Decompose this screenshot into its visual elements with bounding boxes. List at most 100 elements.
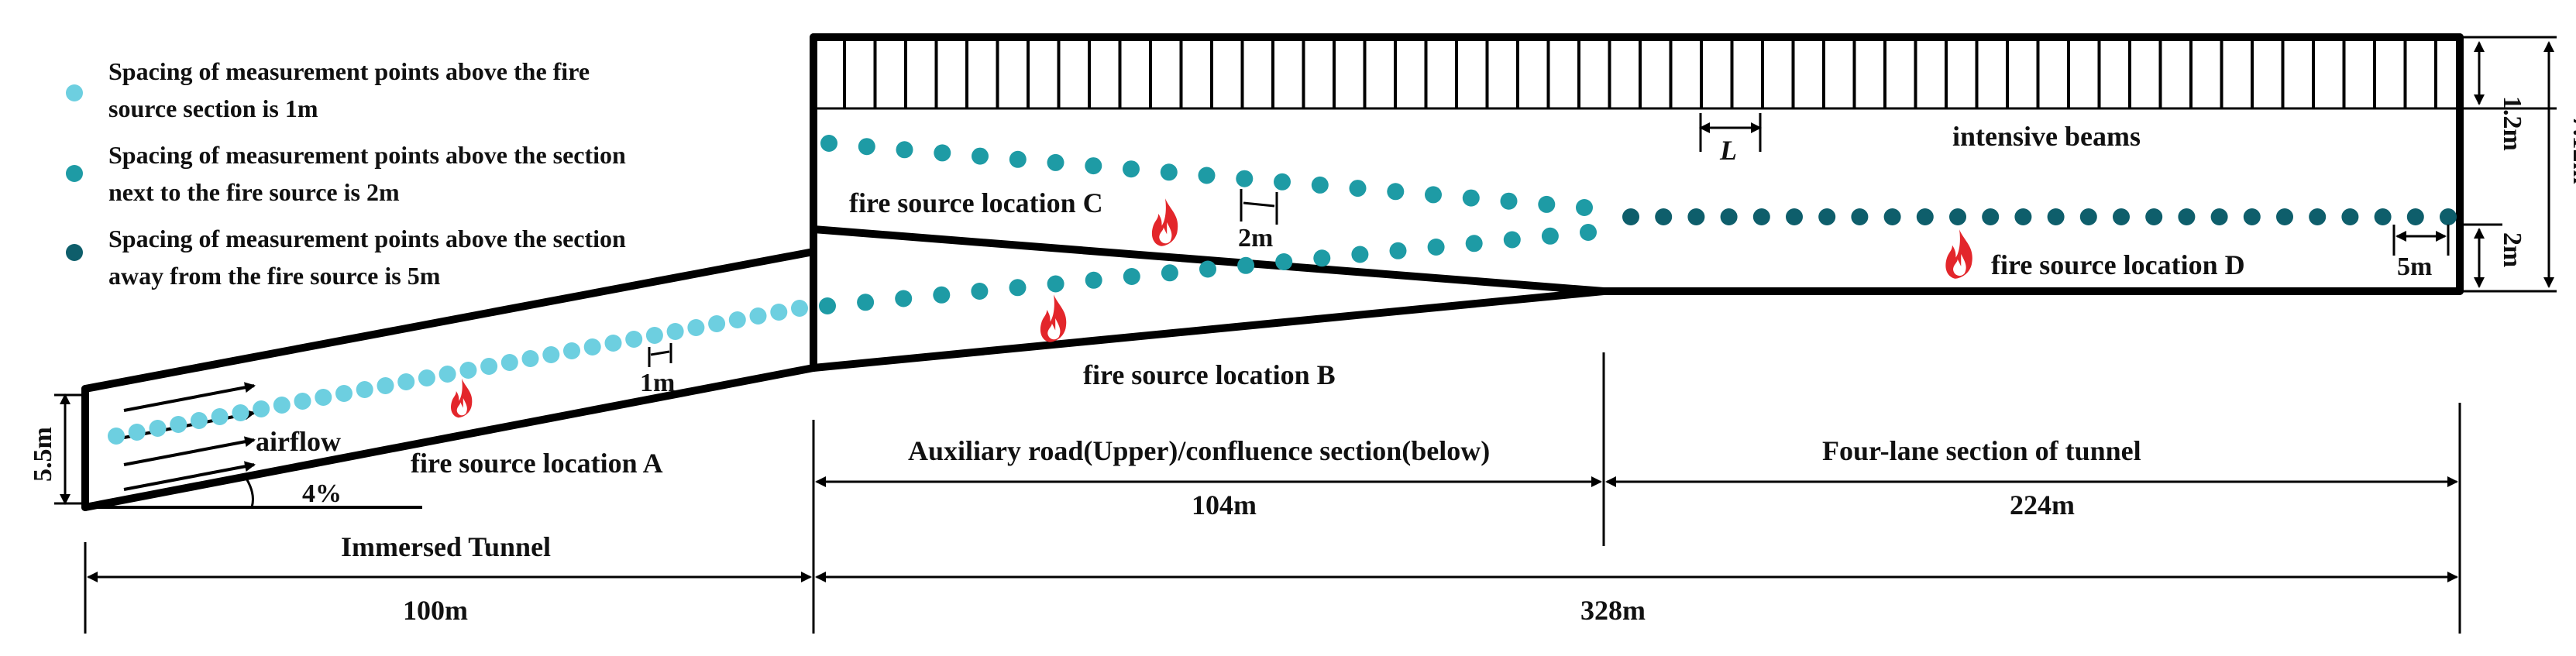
height-left-label: 5.5m (29, 427, 57, 482)
measurement-point (1687, 208, 1705, 225)
measurement-point (1123, 268, 1140, 285)
measurement-point (2276, 208, 2293, 225)
measurement-point (1236, 170, 1254, 187)
section-auxiliary-label: Auxiliary road(Upper)/confluence section… (908, 435, 1490, 466)
measurement-point (2047, 208, 2065, 225)
length-immersed-label: 100m (403, 595, 468, 626)
measurement-point (625, 331, 643, 348)
measurement-point (1123, 160, 1140, 178)
measurement-point (335, 385, 353, 402)
section-immersed-label: Immersed Tunnel (341, 531, 551, 562)
measurement-point (1427, 239, 1445, 256)
fire-b-label: fire source location B (1083, 359, 1336, 390)
measurement-point (1199, 260, 1216, 278)
measurement-point (1161, 264, 1178, 282)
measurement-point (1274, 173, 1291, 191)
measurement-point (1160, 163, 1178, 181)
measurement-point (253, 400, 270, 417)
measurement-point (480, 358, 498, 375)
measurement-point (1047, 275, 1064, 293)
measurement-point (1580, 224, 1597, 241)
arrow-icon (123, 461, 256, 491)
airflow: airflow (123, 382, 341, 491)
confluence-section (810, 33, 2464, 372)
measurement-point (1085, 271, 1102, 289)
measurement-point (749, 307, 767, 325)
legend-text-2b: next to the fire source is 2m (108, 178, 400, 206)
measurement-point (819, 297, 836, 314)
measurement-point (439, 366, 456, 383)
length-four-lane-label: 224m (2010, 489, 2075, 520)
measurement-point (356, 381, 373, 398)
measurement-point (2113, 208, 2130, 225)
legend-text-3b: away from the fire source is 5m (108, 262, 441, 290)
measurement-point (2309, 208, 2327, 225)
measurement-point (397, 373, 415, 390)
arrow-icon (123, 436, 256, 466)
measurement-point (211, 408, 229, 425)
measurement-point (1465, 235, 1483, 252)
measurement-point (149, 420, 167, 437)
measurement-point (1047, 153, 1064, 171)
measurement-point (1085, 157, 1102, 175)
total-height-label: 7.12m (2567, 116, 2576, 184)
spacing-2m-label: 2m (1238, 224, 1273, 252)
bottom-dimensions: Auxiliary road(Upper)/confluence section… (84, 352, 2461, 634)
legend: Spacing of measurement points above the … (66, 57, 626, 290)
measurement-point (1462, 189, 1480, 207)
measurement-point (1387, 183, 1405, 201)
measurement-point (1503, 231, 1521, 249)
measurement-point (770, 304, 788, 321)
measurement-point (971, 283, 989, 300)
length-auxiliary-label: 104m (1192, 489, 1257, 520)
measurement-point (1949, 208, 1966, 225)
measurement-point (1389, 242, 1407, 259)
intensive-beams (843, 39, 2437, 108)
measurement-point (2014, 208, 2032, 225)
slope-label: 4% (302, 479, 342, 508)
measurement-point (666, 323, 684, 340)
measurement-point (294, 393, 311, 410)
spacing-1m-dimension: 1m (640, 343, 675, 397)
fire-a-label: fire source location A (411, 448, 663, 479)
legend-text-3a: Spacing of measurement points above the … (108, 225, 626, 252)
measurement-point (645, 327, 663, 344)
measurement-point (1655, 208, 1673, 225)
legend-text-1b: source section is 1m (108, 94, 318, 122)
spacing-2m-dimension: 2m (1238, 189, 1278, 252)
measurement-point (1313, 249, 1331, 267)
legend-text-2a: Spacing of measurement points above the … (108, 141, 626, 169)
measurement-point (2178, 208, 2196, 225)
measurement-point (2210, 208, 2228, 225)
measurement-point (377, 377, 394, 394)
measurement-point (1198, 167, 1216, 184)
beam-height-label: 1.2m (2498, 96, 2526, 151)
fire-c-label: fire source location C (849, 187, 1103, 218)
measurement-point (1351, 246, 1369, 263)
measurement-point (1622, 208, 1639, 225)
intensive-beams-label: intensive beams (1952, 121, 2141, 152)
measurement-point (1311, 176, 1329, 194)
measurement-point (1916, 208, 1934, 225)
measurement-point (2374, 208, 2392, 225)
measurement-point (232, 404, 249, 421)
measurement-point (857, 294, 875, 311)
measurement-point (273, 397, 291, 414)
measurement-point (108, 428, 125, 445)
measurement-point (418, 369, 435, 386)
right-height-label: 2m (2498, 232, 2526, 267)
measurement-point (1009, 279, 1027, 297)
flame-icon (1945, 229, 1972, 279)
measurement-points (108, 135, 2457, 445)
legend-dot-medium (66, 165, 83, 182)
measurement-point (1538, 195, 1556, 213)
measurement-point (895, 290, 913, 307)
arrow-icon (123, 409, 256, 439)
measurement-point (1883, 208, 1901, 225)
measurement-point (1425, 186, 1442, 204)
measurement-point (708, 315, 726, 332)
measurement-point (604, 335, 622, 352)
legend-text-1a: Spacing of measurement points above the … (108, 57, 590, 85)
measurement-point (791, 300, 808, 317)
